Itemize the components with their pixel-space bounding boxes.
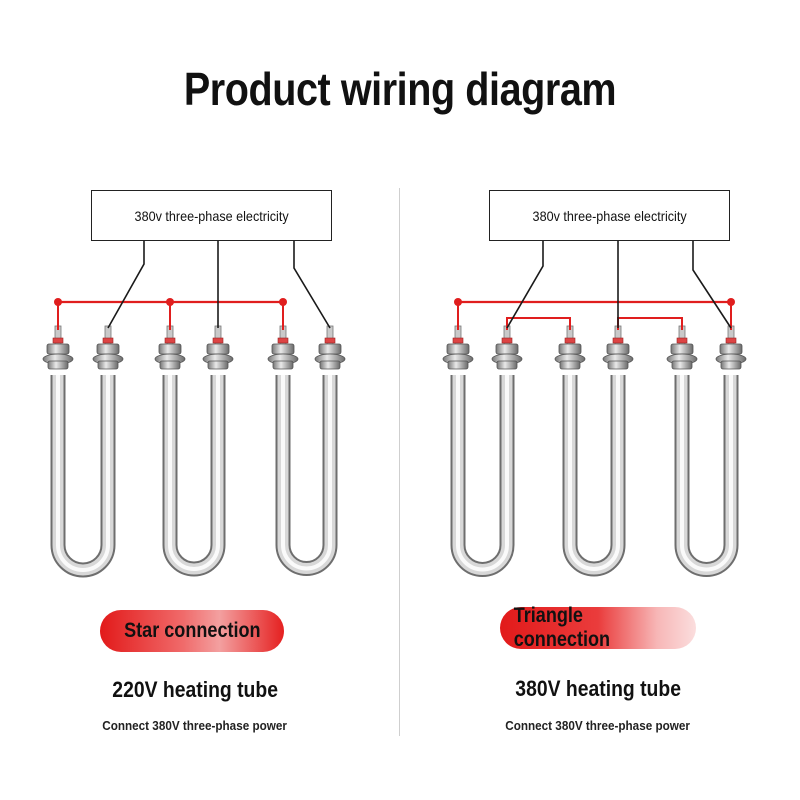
tube-star-1-highlight (56, 375, 110, 572)
tube-star-1-terminal-a-nut (46, 343, 70, 355)
connection-label-star: Star connection (123, 619, 261, 642)
star-junction-1 (54, 298, 62, 306)
tube-star-2-terminal-b (202, 325, 234, 370)
tube-star-3-terminal-a-nut (271, 343, 295, 355)
tube-triangle-2-terminal-b-nut (606, 343, 630, 355)
tube-triangle-3-outline (674, 375, 739, 577)
tube-triangle-2-terminal-b (602, 325, 634, 370)
source-box-triangle: 380v three-phase electricity (489, 190, 730, 241)
tube-star-1-terminal-b (92, 325, 124, 370)
triangle-phase-wire-1 (506, 241, 544, 329)
tube-triangle-2-highlight (568, 375, 620, 571)
connection-badge-triangle: Triangle connection (500, 604, 696, 651)
tube-triangle-2-outline (562, 375, 626, 577)
tube-star-2-terminal-a (154, 325, 186, 370)
tube-voltage-star: 220V heating tube (45, 677, 345, 703)
tube-star-3-terminal-b-ring (324, 337, 336, 344)
connection-label-triangle: Triangle connection (513, 604, 611, 651)
tube-star-2 (154, 325, 234, 577)
tube-star-3-highlight (281, 375, 332, 571)
tube-star-3-outline (275, 375, 338, 576)
tube-triangle-2-terminal-b-ring (612, 337, 624, 344)
tube-triangle-2-terminal-a-collar (559, 360, 581, 370)
star-junction-3 (279, 298, 287, 306)
tube-triangle-1-terminal-a-ring (452, 337, 464, 344)
tube-triangle-1 (442, 325, 523, 577)
tube-star-3-terminal-b-collar (319, 360, 341, 370)
star-junction-2 (166, 298, 174, 306)
tube-triangle-1-terminal-b-ring (501, 337, 513, 344)
tube-triangle-1-outline (450, 375, 515, 577)
power-note-star-text: Connect 380V three-phase power (102, 718, 288, 733)
tube-triangle-3-terminal-b-collar (720, 360, 742, 370)
tube-star-2-highlight (168, 375, 220, 571)
tube-star-1-outline (50, 375, 116, 578)
triangle-link-1 (506, 317, 571, 330)
tube-triangle-3-terminal-b-nut (719, 343, 743, 355)
tube-triangle-3-terminal-a-nut (670, 343, 694, 355)
tube-triangle-3-terminal-a-collar (671, 360, 693, 370)
tube-star-2-outline (162, 375, 226, 577)
star-phase-wire-1 (107, 241, 145, 329)
tube-triangle-3-terminal-b (715, 325, 747, 370)
power-note-triangle: Connect 380V three-phase power (448, 718, 748, 733)
tube-triangle-1-terminal-a-collar (447, 360, 469, 370)
tube-triangle-2-terminal-a-ring (564, 337, 576, 344)
tube-triangle-3-terminal-a-ring (676, 337, 688, 344)
power-note-triangle-text: Connect 380V three-phase power (505, 718, 691, 733)
tube-star-3-terminal-b (314, 325, 346, 370)
source-label-star: 380v three-phase electricity (134, 207, 289, 224)
tube-triangle-1-highlight (456, 375, 509, 572)
tube-triangle-3-terminal-b-ring (725, 337, 737, 344)
tube-triangle-2-terminal-a (554, 325, 586, 370)
source-box-star: 380v three-phase electricity (91, 190, 332, 241)
tube-voltage-triangle-text: 380V heating tube (515, 676, 681, 701)
panel-divider (399, 188, 400, 736)
wiring (54, 241, 735, 330)
tube-triangle-1-terminal-b-nut (495, 343, 519, 355)
tube-star-2-terminal-b-collar (207, 360, 229, 370)
heating-tubes (42, 325, 747, 578)
triangle-phase-wire-3 (692, 241, 732, 329)
tube-star-1-terminal-a-collar (47, 360, 69, 370)
tube-triangle-3-highlight (680, 375, 733, 572)
tube-triangle-1-terminal-b-collar (496, 360, 518, 370)
power-note-star: Connect 380V three-phase power (45, 718, 345, 733)
tube-star-1-terminal-b-nut (96, 343, 120, 355)
tube-triangle-1-terminal-a-nut (446, 343, 470, 355)
tube-triangle-1-terminal-a (442, 325, 474, 370)
tube-star-3-terminal-a-ring (277, 337, 289, 344)
connection-badge-star: Star connection (100, 610, 284, 652)
tube-star-2-terminal-a-ring (164, 337, 176, 344)
tube-triangle-3-terminal-a (666, 325, 698, 370)
source-label-triangle: 380v three-phase electricity (532, 207, 687, 224)
tube-star-2-terminal-a-nut (158, 343, 182, 355)
triangle-junction-2 (727, 298, 735, 306)
tube-triangle-2-terminal-b-collar (607, 360, 629, 370)
tube-star-2-terminal-b-ring (212, 337, 224, 344)
tube-star-1 (42, 325, 124, 578)
triangle-link-2 (617, 317, 683, 330)
tube-voltage-triangle: 380V heating tube (448, 676, 748, 702)
tube-triangle-2-terminal-a-nut (558, 343, 582, 355)
tube-star-3 (267, 325, 346, 576)
tube-star-3-terminal-a (267, 325, 299, 370)
tube-star-1-terminal-b-ring (102, 337, 114, 344)
triangle-junction-1 (454, 298, 462, 306)
tube-star-2-terminal-a-collar (159, 360, 181, 370)
tube-star-1-terminal-a-ring (52, 337, 64, 344)
tube-triangle-2 (554, 325, 634, 577)
tube-star-3-terminal-b-nut (318, 343, 342, 355)
star-phase-wire-3 (293, 241, 331, 329)
tube-triangle-3 (666, 325, 747, 577)
tube-star-3-terminal-a-collar (272, 360, 294, 370)
page-title: Product wiring diagram (183, 63, 617, 115)
tube-star-1-terminal-a (42, 325, 74, 370)
tube-triangle-1-terminal-b (491, 325, 523, 370)
tube-star-1-terminal-b-collar (97, 360, 119, 370)
tube-voltage-star-text: 220V heating tube (112, 677, 278, 702)
tube-star-2-terminal-b-nut (206, 343, 230, 355)
